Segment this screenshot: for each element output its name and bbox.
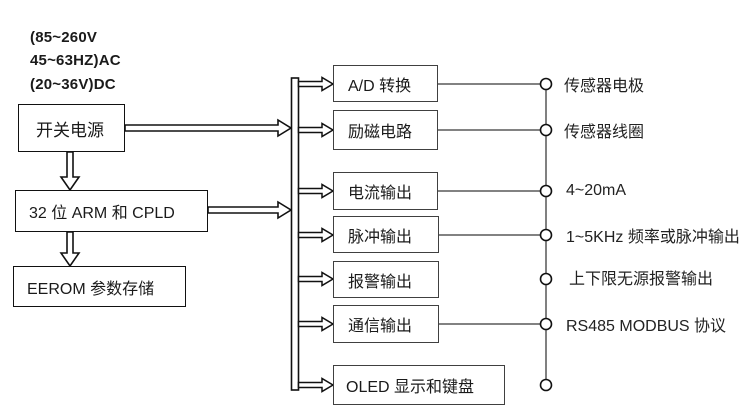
terminal-label-sensor-coil: 传感器线圈 — [564, 124, 645, 141]
module-box-oled-keyboard: OLED 显示和键盘 — [333, 365, 505, 405]
terminal-circle-rs485 — [539, 317, 553, 331]
power-note-line2: 45~63HZ)AC — [30, 52, 121, 69]
module-box-current-output: 电流输出 — [333, 172, 438, 210]
power-note-line1: (85~260V — [30, 29, 98, 46]
terminal-circle-sensor-electrode — [539, 77, 553, 91]
arrow-power-to-bus — [124, 118, 293, 138]
terminal-label-alarm-output: 上下限无源报警输出 — [569, 271, 714, 288]
bus-bar — [290, 77, 300, 391]
terminal-circle-sensor-coil — [539, 123, 553, 137]
terminal-circle-alarm — [539, 272, 553, 286]
arrow-bus-to-comm — [297, 316, 335, 332]
arrow-bus-to-oled — [297, 377, 335, 393]
power-note-line3: (20~36V)DC — [30, 76, 116, 93]
arrow-power-to-mcu — [59, 151, 81, 192]
arrow-bus-to-pulse — [297, 227, 335, 243]
terminal-label-pulse-frequency: 1~5KHz 频率或脉冲输出 — [566, 229, 740, 246]
module-box-adc: A/D 转换 — [333, 65, 438, 102]
module-box-alarm-output: 报警输出 — [333, 261, 439, 298]
terminal-circle-4-20ma — [539, 184, 553, 198]
box-switching-power-supply: 开关电源 — [18, 104, 125, 152]
arrow-bus-to-alarm — [297, 271, 335, 287]
module-box-excitation: 励磁电路 — [333, 110, 438, 150]
arrow-bus-to-adc — [297, 76, 335, 92]
terminal-label-sensor-electrode: 传感器电极 — [564, 78, 645, 95]
terminal-label-rs485-modbus: RS485 MODBUS 协议 — [566, 318, 727, 335]
box-arm-cpld: 32 位 ARM 和 CPLD — [15, 190, 208, 232]
module-box-comm-output: 通信输出 — [333, 305, 439, 343]
arrow-bus-to-current — [297, 183, 335, 199]
arrow-bus-to-excitation — [297, 122, 335, 138]
terminal-label-4-20ma: 4~20mA — [566, 182, 627, 199]
box-eerom-storage: EEROM 参数存储 — [13, 266, 186, 307]
terminal-circle-pulse — [539, 228, 553, 242]
module-box-pulse-output: 脉冲输出 — [333, 216, 439, 253]
terminal-circle-bottom — [539, 378, 553, 392]
arrow-mcu-to-bus — [207, 200, 293, 220]
arrow-mcu-to-eeprom — [59, 231, 81, 268]
